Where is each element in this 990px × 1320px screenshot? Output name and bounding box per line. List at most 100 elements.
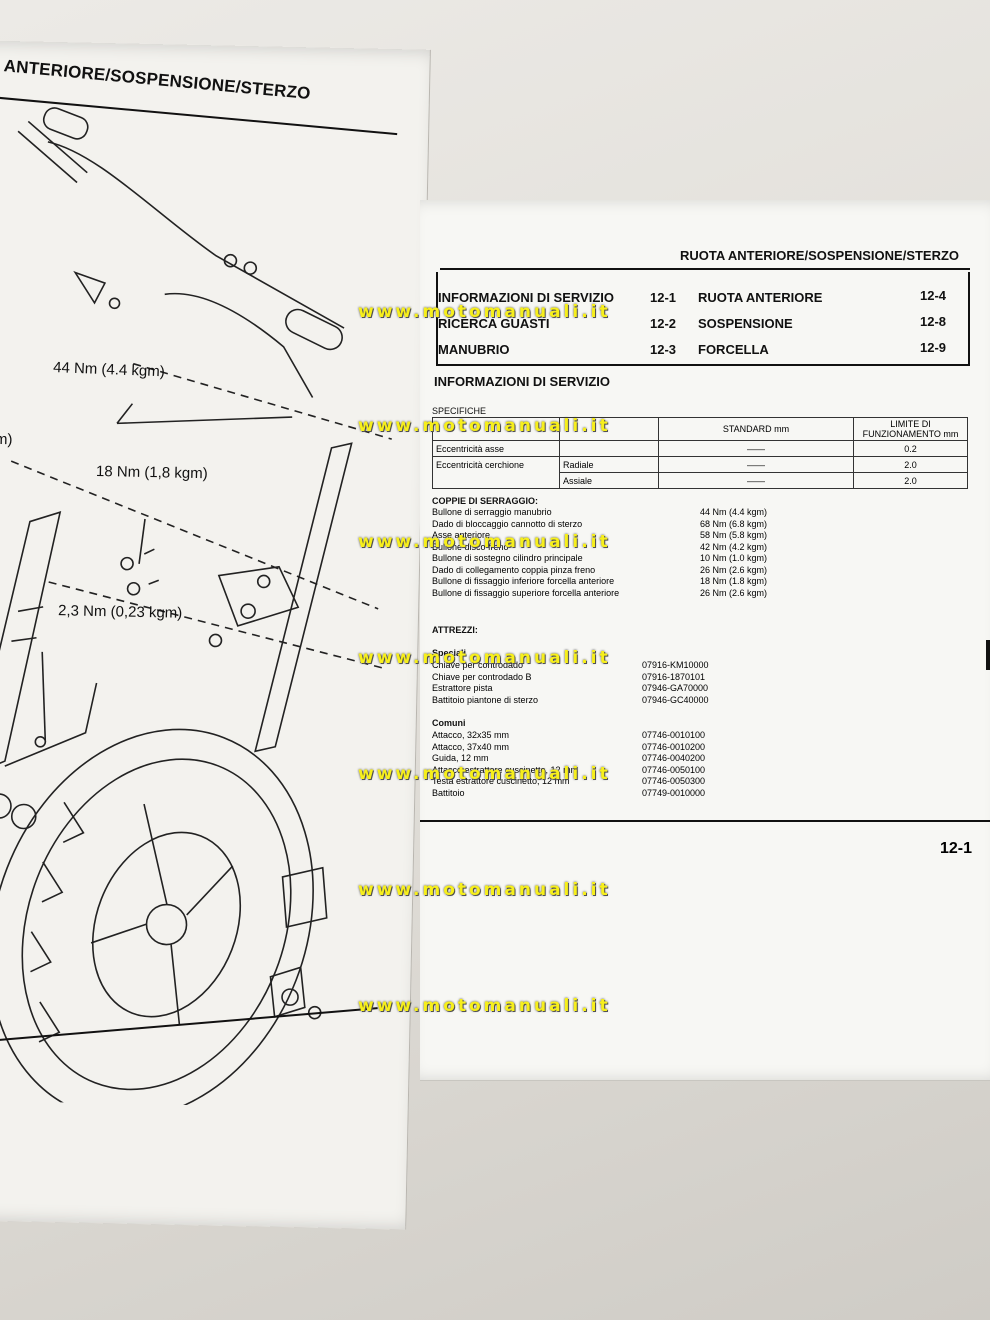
toc-item-page: 12-9 xyxy=(920,340,947,355)
list-item: Bullone di fissaggio inferiore forcella … xyxy=(432,576,615,586)
list-item: Chiave per controdado xyxy=(432,660,524,670)
table-row: Assiale —— 2.0 xyxy=(432,472,968,489)
list-item-code: 07746-0040200 xyxy=(642,753,706,763)
list-item-value: 44 Nm (4.4 kgm) xyxy=(700,507,768,517)
table-row: Eccentricità asse —— 0.2 xyxy=(432,440,968,457)
toc-item-page: 12-1 xyxy=(650,290,677,305)
toc-item-label: MANUBRIO xyxy=(438,342,510,357)
list-item: Bullone disco freno xyxy=(432,541,509,552)
toc-item-label: SOSPENSIONE xyxy=(698,316,793,331)
title-rule xyxy=(440,268,970,270)
watermark: www.motomanuali.it xyxy=(358,648,611,668)
common-tools-heading: Comuni xyxy=(432,718,466,728)
special-tool-codes: 07916-KM10000 07916-1870101 07946-GA7000… xyxy=(642,660,709,706)
list-item-value: 42 Nm (4.2 kgm) xyxy=(700,541,768,552)
list-item-code: 07746-0050100 xyxy=(642,764,706,775)
special-tools-heading: Speciali xyxy=(432,648,467,658)
list-item: Attacco estrattore cuscinetto, 12 mm xyxy=(432,764,579,775)
toc-item-label: RICERCA GUASTI xyxy=(438,316,550,331)
list-item: Testa estrattore cuscinetto, 12 mm xyxy=(432,776,570,786)
toc-item-page: 12-2 xyxy=(650,316,677,331)
common-tool-codes: 07746-0010100 07746-0010200 07746-004020… xyxy=(642,730,705,799)
list-item: Bullone di fissaggio superiore forcella … xyxy=(432,587,620,598)
list-item-code: 07946-GC40000 xyxy=(642,694,709,705)
toc-item-page: 12-8 xyxy=(920,314,947,329)
list-item-code: 07916-KM10000 xyxy=(642,660,709,670)
table-header-cell: STANDARD mm xyxy=(658,417,854,441)
table-header-cell: LIMITE DI FUNZIONAMENTO mm xyxy=(853,417,968,441)
section-title: RUOTA ANTERIORE/SOSPENSIONE/STERZO xyxy=(680,248,960,263)
front-suspension-drawing xyxy=(0,107,392,1110)
table-cell xyxy=(559,440,659,457)
list-item-code: 07746-0050300 xyxy=(642,776,706,786)
table-cell: Eccentricità asse xyxy=(432,440,560,457)
specs-label: SPECIFICHE xyxy=(432,406,487,416)
table-cell: Eccentricità cerchione xyxy=(432,456,560,473)
table-cell: —— xyxy=(658,456,854,473)
toc-item-page: 12-4 xyxy=(920,288,947,303)
thumb-index-tab xyxy=(986,640,990,670)
table-row: Eccentricità cerchione Radiale —— 2.0 xyxy=(432,456,968,473)
watermark: www.motomanuali.it xyxy=(358,764,611,784)
special-tool-names: Chiave per controdado Chiave per controd… xyxy=(432,660,538,706)
list-item-code: 07946-GA70000 xyxy=(642,683,709,693)
table-cell: 2.0 xyxy=(853,472,968,489)
torques-heading: COPPIE DI SERRAGGIO: xyxy=(432,496,539,506)
table-cell xyxy=(432,472,560,489)
torque-label-cable: 2,3 Nm (0,23 kgm) xyxy=(57,602,183,622)
toc-item-page: 12-3 xyxy=(650,342,677,357)
list-item: Battitoio piantone di sterzo xyxy=(432,694,539,705)
list-item-code: 07749-0010000 xyxy=(642,787,706,798)
list-item: Chiave per controdado B xyxy=(432,671,532,682)
list-item: Dado di bloccaggio cannotto di sterzo xyxy=(432,518,583,529)
table-cell: 0.2 xyxy=(853,440,968,457)
watermark: www.motomanuali.it xyxy=(358,416,611,436)
toc-item-label: RUOTA ANTERIORE xyxy=(698,290,823,305)
table-cell: —— xyxy=(658,440,854,457)
toc-box xyxy=(436,272,970,366)
torque-values: 44 Nm (4.4 kgm) 68 Nm (6.8 kgm) 58 Nm (5… xyxy=(700,507,767,599)
right-page: RUOTA ANTERIORE/SOSPENSIONE/STERZO INFOR… xyxy=(420,200,990,1081)
torque-label-lower-fork: 18 Nm (1,8 kgm) xyxy=(95,462,208,483)
toc-item-label: FORCELLA xyxy=(698,342,769,357)
toc-item-label: INFORMAZIONI DI SERVIZIO xyxy=(438,290,614,305)
spec-table: STANDARD mm LIMITE DI FUNZIONAMENTO mm E… xyxy=(432,417,968,489)
list-item-value: 26 Nm (2.6 kgm) xyxy=(700,564,768,575)
list-item: Asse anteriore xyxy=(432,530,491,540)
list-item-value: 10 Nm (1.0 kgm) xyxy=(700,553,768,563)
list-item: Bullone di serraggio manubrio xyxy=(432,507,552,517)
watermark: www.motomanuali.it xyxy=(358,880,611,900)
list-item: Attacco, 37x40 mm xyxy=(432,741,510,752)
common-tool-names: Attacco, 32x35 mm Attacco, 37x40 mm Guid… xyxy=(432,730,578,799)
list-item: Guida, 12 mm xyxy=(432,753,489,763)
list-item: Dado di collegamento coppia pinza freno xyxy=(432,564,596,575)
table-cell: 2.0 xyxy=(853,456,968,473)
torque-label-partial: gm) xyxy=(0,430,13,449)
list-item-code: 07916-1870101 xyxy=(642,671,706,682)
tools-heading: ATTREZZI: xyxy=(432,625,478,635)
list-item: Bullone di sostegno cilindro principale xyxy=(432,553,583,563)
list-item-value: 58 Nm (5.8 kgm) xyxy=(700,530,768,540)
table-cell: Radiale xyxy=(559,456,659,473)
watermark: www.motomanuali.it xyxy=(358,532,611,552)
watermark: www.motomanuali.it xyxy=(358,996,611,1016)
torque-names: Bullone di serraggio manubrio Dado di bl… xyxy=(432,507,619,599)
list-item-value: 68 Nm (6.8 kgm) xyxy=(700,518,768,529)
watermark: www.motomanuali.it xyxy=(358,302,611,322)
table-cell: —— xyxy=(658,472,854,489)
handlebar-line xyxy=(47,141,345,329)
list-item: Attacco, 32x35 mm xyxy=(432,730,510,740)
info-heading: INFORMAZIONI DI SERVIZIO xyxy=(434,374,610,389)
list-item-code: 07746-0010100 xyxy=(642,730,706,740)
list-item: Estrattore pista xyxy=(432,683,493,693)
list-item-value: 26 Nm (2.6 kgm) xyxy=(700,587,768,598)
page-number: 12-1 xyxy=(940,840,973,857)
list-item-code: 07746-0010200 xyxy=(642,741,706,752)
bottom-rule xyxy=(420,820,990,822)
left-page: ANTERIORE/SOSPENSIONE/STERZO xyxy=(0,40,431,1230)
list-item-value: 18 Nm (1.8 kgm) xyxy=(700,576,768,586)
list-item: Battitoio xyxy=(432,787,465,798)
table-header-row: STANDARD mm LIMITE DI FUNZIONAMENTO mm xyxy=(432,417,968,441)
table-cell: Assiale xyxy=(559,472,659,489)
